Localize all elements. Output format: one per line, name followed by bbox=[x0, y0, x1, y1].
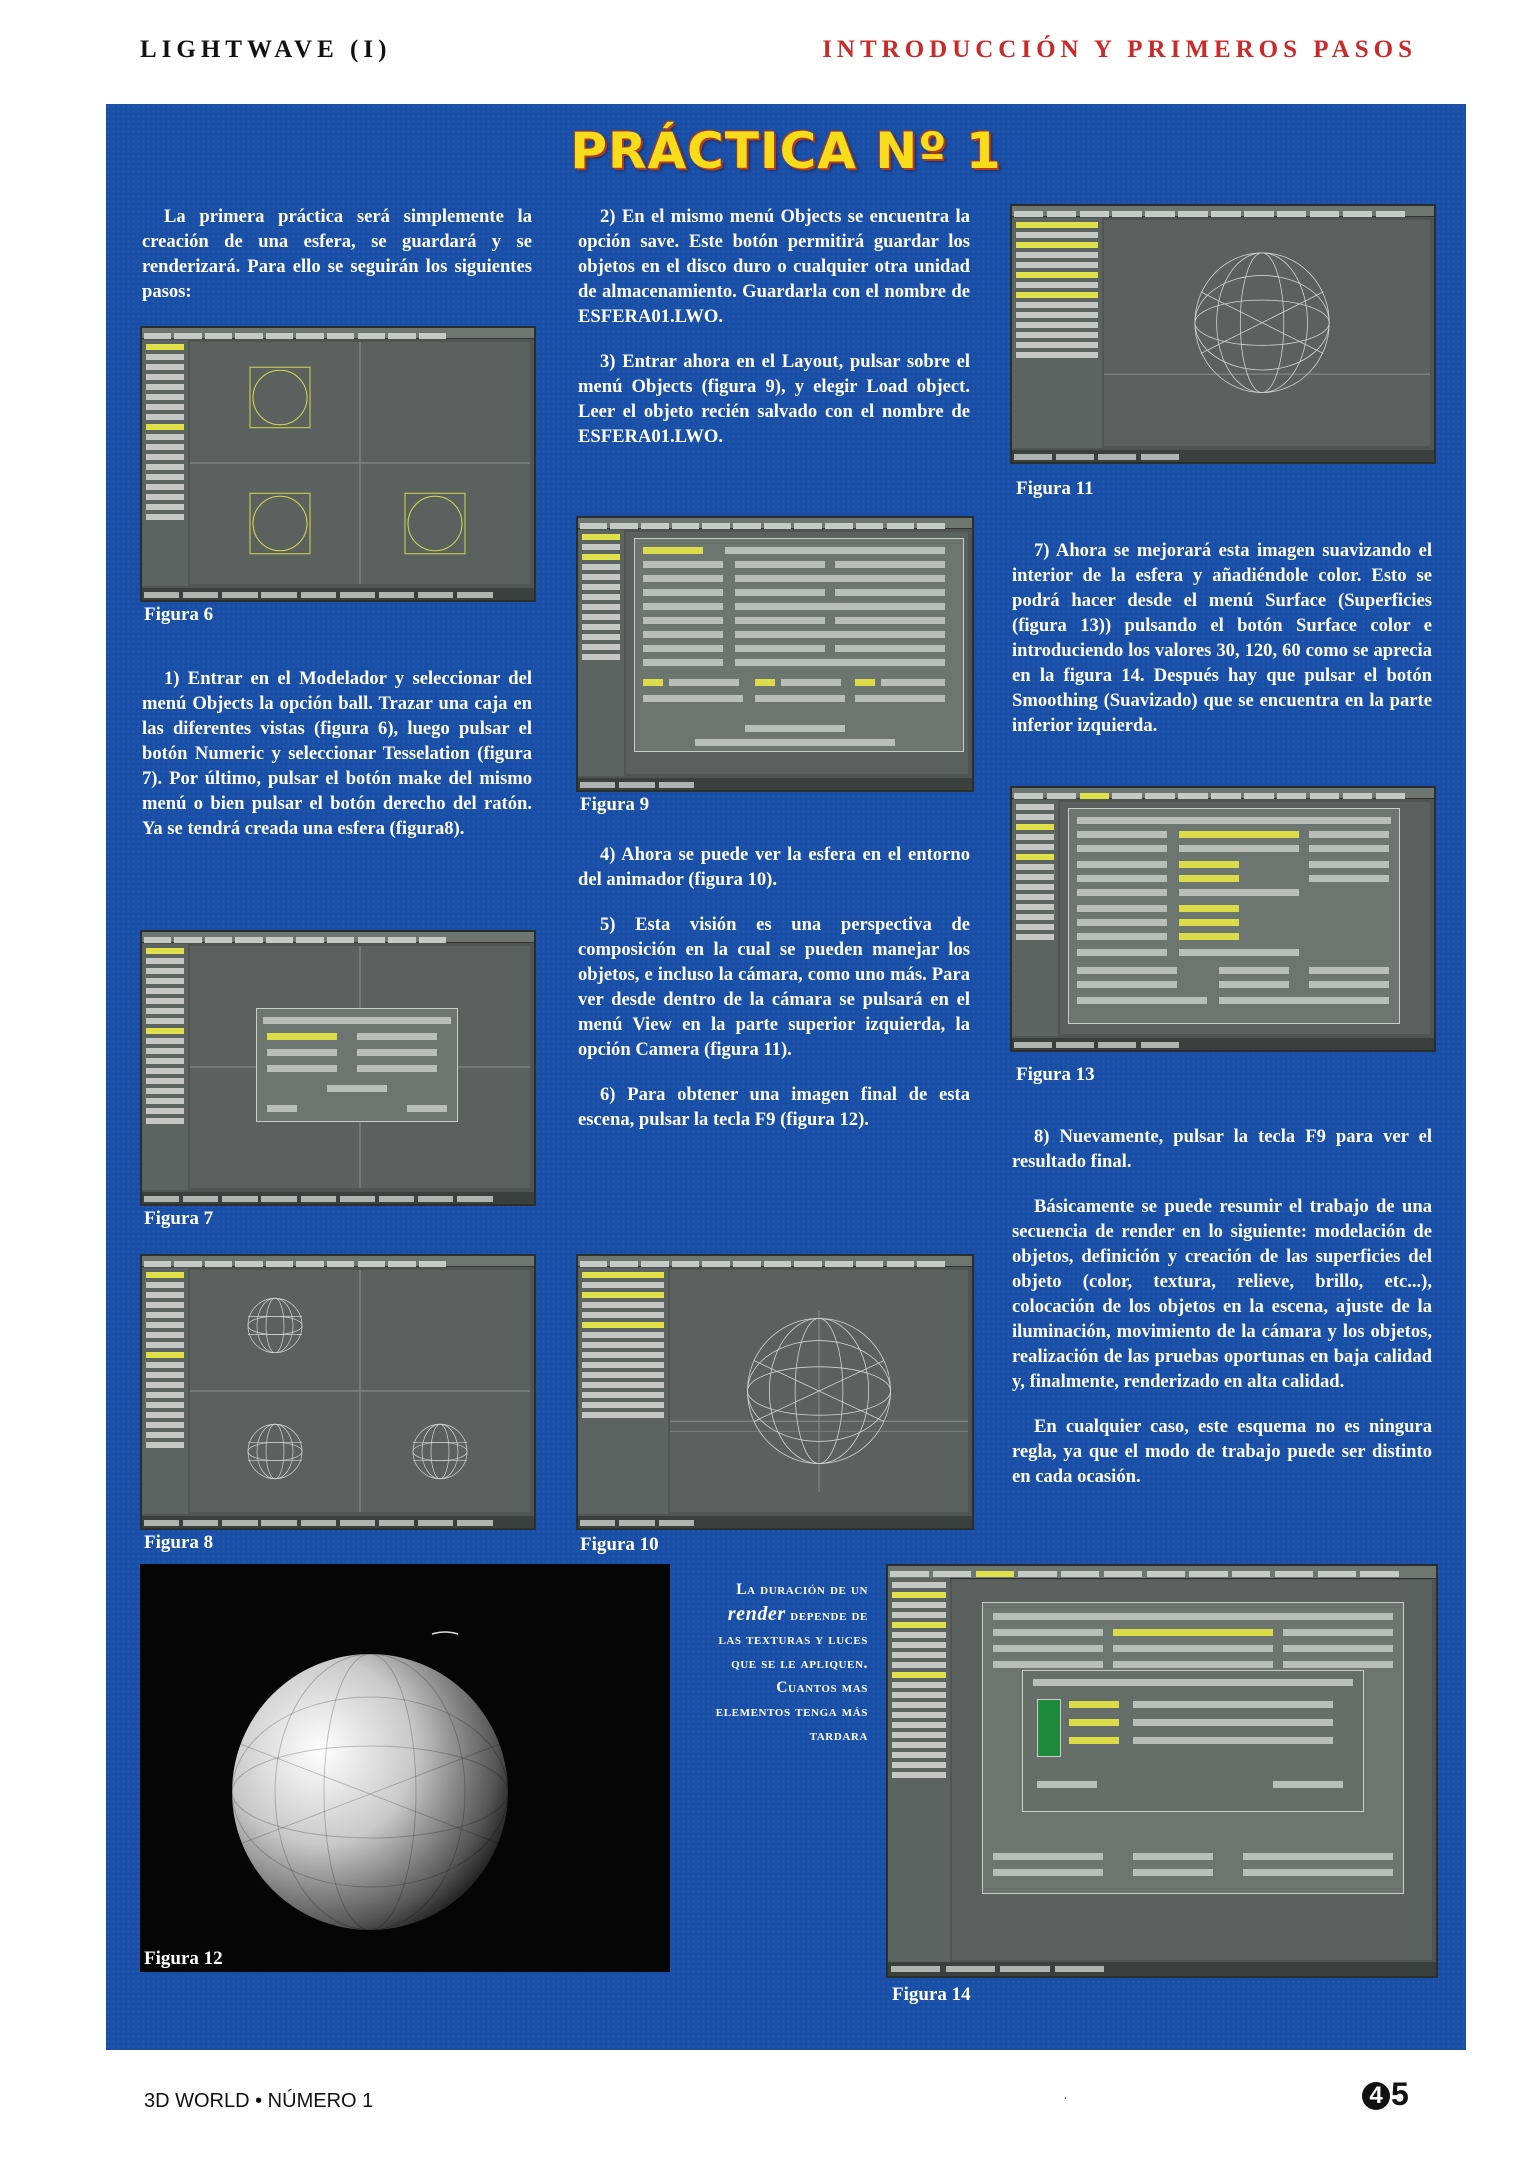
intro-paragraph: La primera práctica será simplemente la … bbox=[142, 204, 532, 324]
step-1-paragraph: 1) Entrar en el Modelador y seleccionar … bbox=[142, 666, 532, 861]
figure-11-caption: Figura 11 bbox=[1016, 478, 1094, 499]
figure-11-screenshot bbox=[1010, 204, 1436, 464]
column-2-middle: 4) Ahora se puede ver la esfera en el en… bbox=[578, 842, 970, 1152]
figure-13-screenshot bbox=[1010, 786, 1436, 1052]
page-number-circled-digit: 4 bbox=[1362, 2082, 1390, 2110]
figure-7-caption: Figura 7 bbox=[144, 1208, 214, 1229]
pull-quote-line-2: depende de las texturas y luces que se l… bbox=[715, 1607, 868, 1744]
pull-quote: La duración de un render depende de las … bbox=[702, 1578, 868, 1748]
numeric-dialog bbox=[256, 1008, 458, 1122]
footer-dot: · bbox=[1063, 2092, 1068, 2107]
column-3-bottom: 8) Nuevamente, pulsar la tecla F9 para v… bbox=[1012, 1124, 1432, 1509]
summary-text: Básicamente se puede resumir el trabajo … bbox=[1012, 1196, 1432, 1392]
surfaces-panel bbox=[1068, 808, 1400, 1024]
objects-panel bbox=[634, 538, 964, 752]
running-header-right: INTRODUCCIÓN Y PRIMEROS PASOS bbox=[822, 36, 1417, 63]
step-3-text: 3) Entrar ahora en el Layout, pulsar sob… bbox=[578, 351, 970, 447]
figure-10-screenshot bbox=[576, 1254, 974, 1530]
figure-6-caption: Figura 6 bbox=[144, 604, 214, 625]
pull-quote-emphasis: render bbox=[727, 1603, 786, 1625]
step-1-text: 1) Entrar en el Modelador y seleccionar … bbox=[142, 668, 532, 839]
footer-publication: 3D WORLD • NÚMERO 1 bbox=[144, 2090, 374, 2112]
step-7-text: 7) Ahora se mejorará esta imagen suaviza… bbox=[1012, 540, 1432, 736]
figure-10-caption: Figura 10 bbox=[580, 1534, 659, 1555]
practice-title: PRÁCTICA Nº 1 bbox=[570, 122, 1002, 180]
figure-13-caption: Figura 13 bbox=[1016, 1064, 1095, 1085]
page-number-digit: 5 bbox=[1391, 2076, 1409, 2112]
figure-9-screenshot bbox=[576, 516, 974, 792]
figure-14-screenshot bbox=[886, 1564, 1438, 1978]
running-header-left: LIGHTWAVE (I) bbox=[140, 36, 392, 63]
figure-14-caption: Figura 14 bbox=[892, 1984, 971, 2005]
step-4-text: 4) Ahora se puede ver la esfera en el en… bbox=[578, 844, 970, 890]
intro-text: La primera práctica será simplemente la … bbox=[142, 206, 532, 302]
step-7-paragraph: 7) Ahora se mejorará esta imagen suaviza… bbox=[1012, 538, 1432, 758]
color-swatch bbox=[1037, 1699, 1061, 1757]
step-2-text: 2) En el mismo menú Objects se encuentra… bbox=[578, 206, 970, 327]
figure-8-screenshot bbox=[140, 1254, 536, 1530]
pull-quote-line-1: La duración de un bbox=[736, 1581, 868, 1598]
figure-7-screenshot bbox=[140, 930, 536, 1206]
figure-6-screenshot bbox=[140, 326, 536, 602]
figure-8-caption: Figura 8 bbox=[144, 1532, 214, 1553]
figure-12-render: Figura 12 bbox=[140, 1564, 670, 1972]
surface-color-dialog bbox=[1022, 1670, 1364, 1812]
rendered-sphere bbox=[231, 1631, 509, 1931]
step-6-text: 6) Para obtener una imagen final de esta… bbox=[578, 1084, 970, 1130]
closing-text: En cualquier caso, este esquema no es ni… bbox=[1012, 1416, 1432, 1487]
practice-panel: PRÁCTICA Nº 1 La primera práctica será s… bbox=[106, 104, 1466, 2050]
figure-9-caption: Figura 9 bbox=[580, 794, 650, 815]
column-2-top: 2) En el mismo menú Objects se encuentra… bbox=[578, 204, 970, 469]
step-5-text: 5) Esta visión es una perspectiva de com… bbox=[578, 914, 970, 1060]
figure-12-caption: Figura 12 bbox=[144, 1948, 223, 1969]
step-8-text: 8) Nuevamente, pulsar la tecla F9 para v… bbox=[1012, 1126, 1432, 1172]
